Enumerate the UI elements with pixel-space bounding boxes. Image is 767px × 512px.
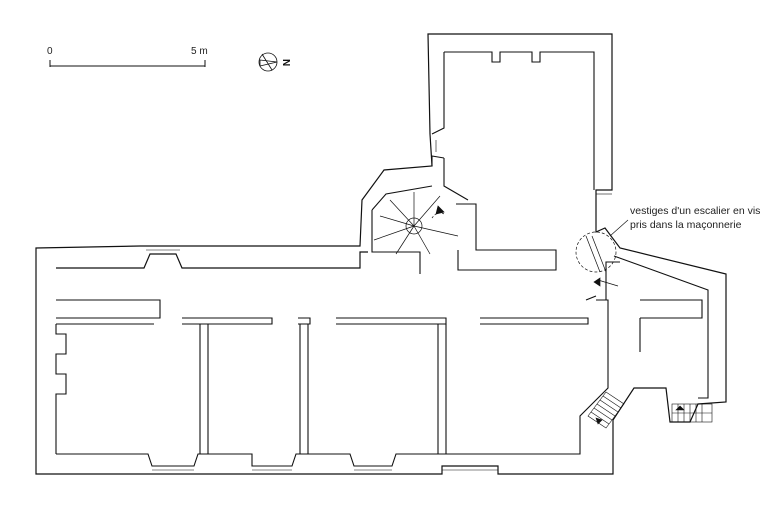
- vestiges-marker: [575, 219, 629, 287]
- exterior-walls: [35, 33, 727, 475]
- north-arrow-icon: [258, 52, 278, 72]
- scale-start-label: 0: [47, 46, 53, 57]
- spiral-staircase: [373, 192, 459, 255]
- straight-staircase: [587, 391, 625, 429]
- scale-bar: [49, 60, 206, 67]
- window-openings: [146, 140, 612, 471]
- annotation-line-2: pris dans la maçonnerie: [630, 219, 742, 231]
- east-wing-stair: [671, 403, 713, 423]
- annotation-line-1: vestiges d'un escalier en vis: [630, 205, 761, 217]
- north-arrow-label: N: [280, 59, 291, 66]
- interior-walls: [55, 51, 709, 467]
- scale-end-label: 5 m: [191, 46, 208, 57]
